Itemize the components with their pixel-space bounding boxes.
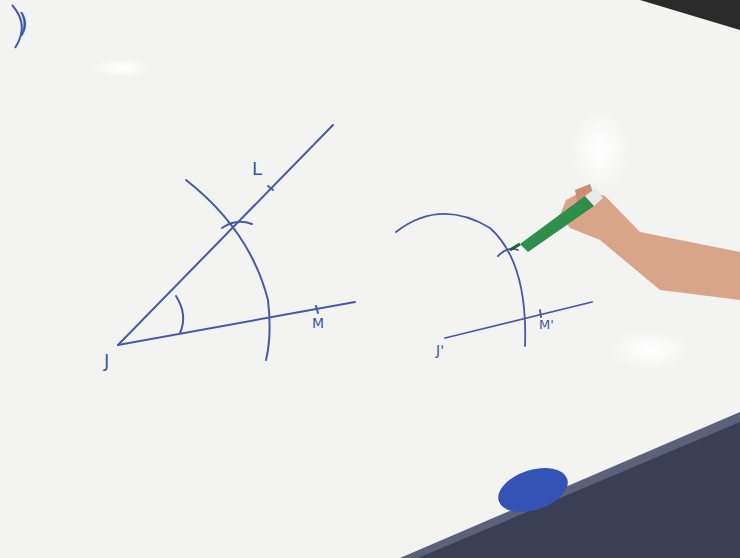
point-label: L: [252, 160, 262, 178]
left-construction: [118, 125, 355, 360]
glare: [570, 110, 630, 190]
point-label: M': [539, 318, 554, 331]
tray-edge: [400, 412, 740, 558]
board-frame: [640, 0, 740, 30]
point-label: J: [104, 352, 109, 370]
glare: [92, 58, 152, 78]
right-construction: [396, 214, 592, 346]
glare: [610, 330, 690, 370]
partial-label: ): [18, 10, 28, 36]
eraser: [493, 460, 574, 520]
hand-with-marker: [510, 184, 740, 300]
point-label: J': [436, 343, 444, 357]
point-label: M: [312, 316, 324, 330]
